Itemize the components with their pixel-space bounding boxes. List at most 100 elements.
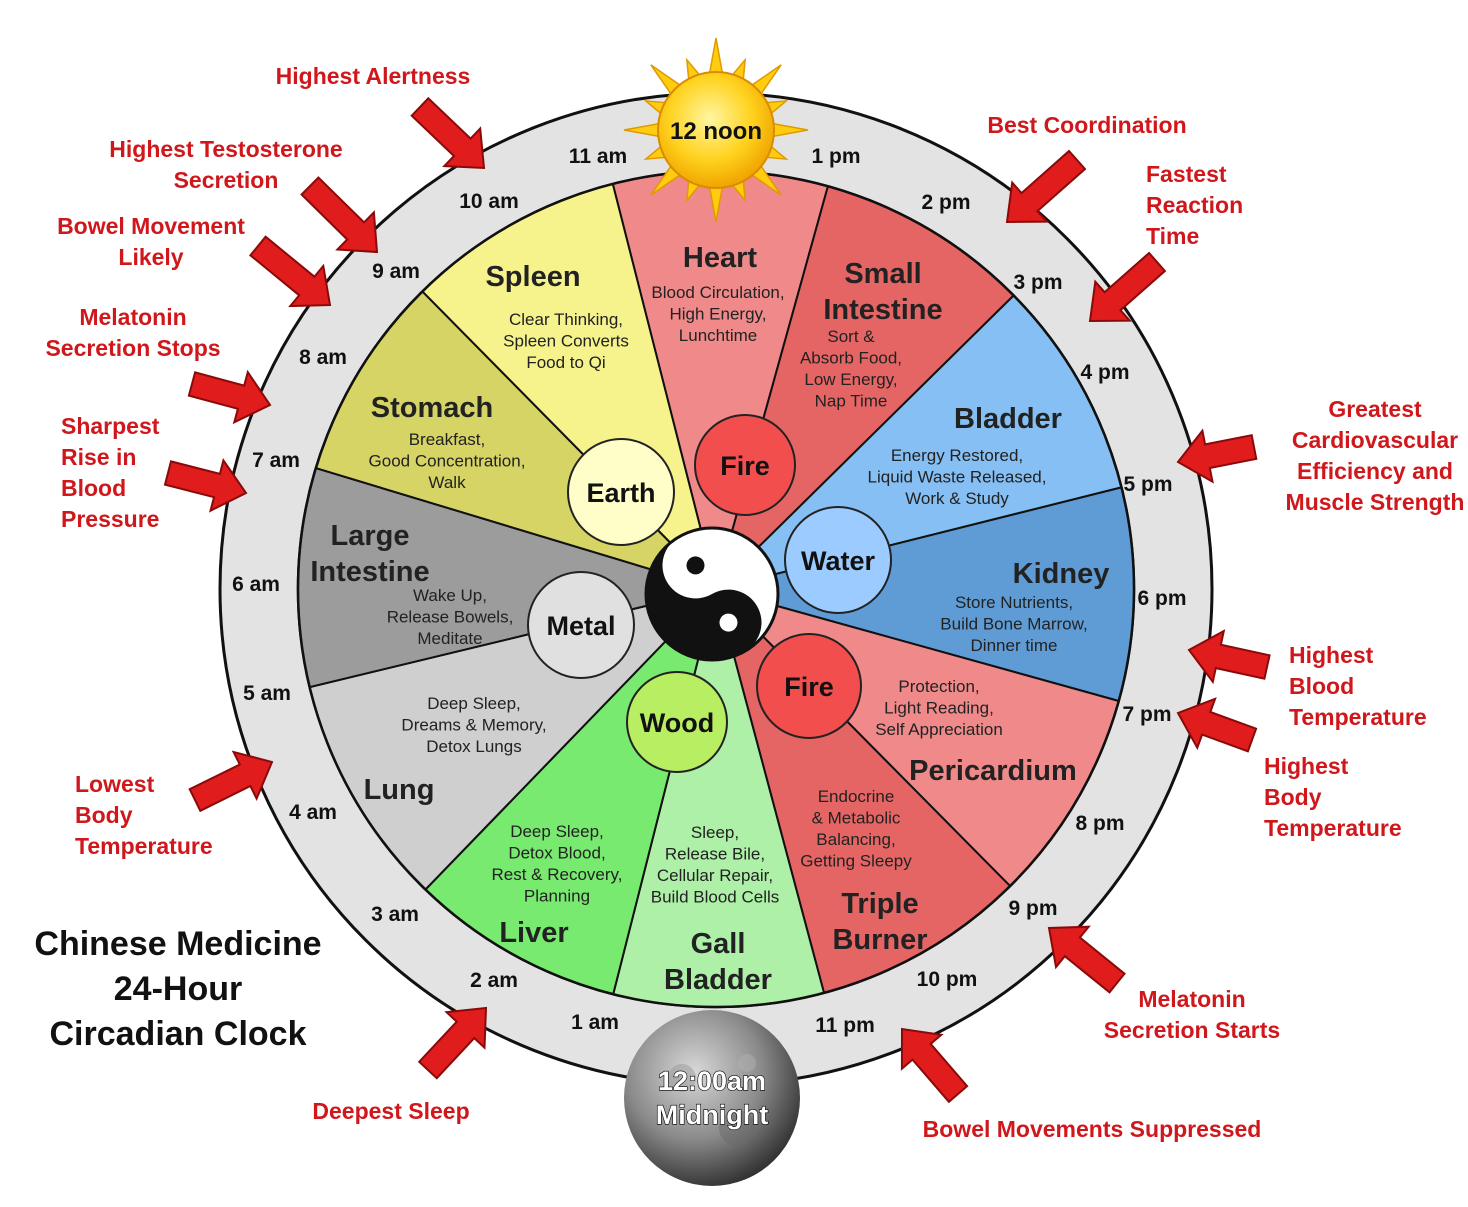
annotation-label: Best Coordination <box>987 112 1186 138</box>
annotation-label: Temperature <box>1289 704 1427 730</box>
organ-description: Endocrine <box>818 787 895 806</box>
annotation-label: Body <box>75 802 133 828</box>
title-line-3: Circadian Clock <box>50 1015 307 1053</box>
annotation-label: Bowel Movement <box>57 213 245 239</box>
organ-name: Small <box>844 258 921 290</box>
annotation-label: Body <box>1264 784 1322 810</box>
hour-label: 5 am <box>243 682 291 705</box>
midnight-time-label: 12:00am <box>658 1066 766 1096</box>
sun-ray <box>708 37 724 78</box>
annotation-label: Blood <box>1289 673 1354 699</box>
hour-label: 9 pm <box>1008 897 1057 920</box>
organ-description: Detox Blood, <box>508 844 605 863</box>
annotation-label: Highest Testosterone <box>109 136 342 162</box>
organ-description: High Energy, <box>669 305 766 324</box>
svg-text:Metal: Metal <box>546 611 615 641</box>
hour-label: 8 pm <box>1075 812 1124 835</box>
svg-text:Water: Water <box>801 546 876 576</box>
annotation-label: Muscle Strength <box>1286 489 1465 515</box>
organ-name: Intestine <box>310 556 429 588</box>
organ-description: Protection, <box>898 677 979 696</box>
annotation-label: Efficiency and <box>1297 458 1453 484</box>
annotation-label: Lowest <box>75 771 155 797</box>
annotation-label: Rise in <box>61 444 136 470</box>
organ-description: Rest & Recovery, <box>491 865 622 884</box>
annotation-label: Highest Alertness <box>276 63 471 89</box>
element-fire-lower: Fire <box>756 633 862 739</box>
annotation-label: Cardiovascular <box>1292 427 1458 453</box>
svg-text:Fire: Fire <box>720 451 770 481</box>
annotation-label: Deepest Sleep <box>312 1098 469 1124</box>
red-arrow-icon <box>1088 251 1167 323</box>
red-arrow-icon <box>188 750 274 813</box>
hour-label: 11 pm <box>815 1014 875 1037</box>
element-metal: Metal <box>527 571 635 679</box>
red-arrow-icon <box>900 1027 969 1104</box>
moon-icon: 12:00am Midnight <box>624 1010 800 1186</box>
title-line-2: 24-Hour <box>114 970 242 1008</box>
red-arrow-icon <box>1047 925 1126 994</box>
annotation-arrows <box>163 96 1271 1104</box>
organ-name: Spleen <box>485 261 580 293</box>
hour-label: 4 am <box>289 801 337 824</box>
annotation-label: Bowel Movements Suppressed <box>923 1116 1262 1142</box>
red-arrow-icon <box>1005 149 1087 224</box>
red-arrow-icon <box>1176 697 1258 753</box>
organ-description: Planning <box>524 887 590 906</box>
organ-description: Dinner time <box>971 636 1058 655</box>
hour-label: 4 pm <box>1080 361 1129 384</box>
annotation-label: Secretion Stops <box>45 335 220 361</box>
organ-description: Liquid Waste Released, <box>868 468 1047 487</box>
organ-description: Deep Sleep, <box>510 822 604 841</box>
annotation-label: Temperature <box>75 833 213 859</box>
hour-label: 11 am <box>569 145 627 168</box>
organ-name: Lung <box>364 774 435 806</box>
midnight-word-label: Midnight <box>656 1100 768 1130</box>
organ-name: Burner <box>832 924 927 956</box>
annotation-label: Secretion Starts <box>1104 1017 1280 1043</box>
organ-description: Low Energy, <box>804 370 897 389</box>
svg-text:Fire: Fire <box>784 672 834 702</box>
organ-name: Heart <box>683 242 757 274</box>
noon-label: 12 noon <box>670 118 762 145</box>
organ-name: Intestine <box>823 294 942 326</box>
organ-description: Work & Study <box>905 489 1009 508</box>
organ-description: Meditate <box>417 629 482 648</box>
annotation-label: Highest <box>1289 642 1374 668</box>
organ-description: Light Reading, <box>884 699 994 718</box>
organ-description: Release Bile, <box>665 845 765 864</box>
hour-label: 1 am <box>571 1011 619 1034</box>
hour-label: 6 pm <box>1137 587 1186 610</box>
annotation-label: Likely <box>118 244 183 270</box>
annotation-label: Highest <box>1264 753 1349 779</box>
organ-description: Nap Time <box>815 392 888 411</box>
organ-description: Spleen Converts <box>503 332 629 351</box>
element-water: Water <box>784 506 892 614</box>
organ-description: Self Appreciation <box>875 720 1003 739</box>
hour-label: 2 pm <box>921 191 970 214</box>
organ-description: Lunchtime <box>679 326 757 345</box>
hour-label: 10 pm <box>917 968 978 991</box>
organ-description: Build Blood Cells <box>651 888 780 907</box>
annotation-label: Melatonin <box>1138 986 1245 1012</box>
red-arrow-icon <box>1176 428 1258 484</box>
element-earth: Earth <box>567 438 675 546</box>
hour-label: 10 am <box>459 190 519 213</box>
annotation-label: Blood <box>61 475 126 501</box>
organ-description: Clear Thinking, <box>509 310 623 329</box>
organ-description: Good Concentration, <box>369 452 526 471</box>
organ-description: Release Bowels, <box>387 608 514 627</box>
svg-text:Earth: Earth <box>586 478 655 508</box>
organ-description: Getting Sleepy <box>800 852 912 871</box>
organ-description: Deep Sleep, <box>427 694 521 713</box>
organ-description: & Metabolic <box>812 809 901 828</box>
annotation-label: Melatonin <box>79 304 186 330</box>
organ-description: Blood Circulation, <box>651 283 784 302</box>
hour-label: 1 pm <box>811 145 860 168</box>
organ-name: Liver <box>499 917 568 949</box>
sun-icon: 12 noon <box>623 37 809 223</box>
organ-description: Wake Up, <box>413 586 487 605</box>
